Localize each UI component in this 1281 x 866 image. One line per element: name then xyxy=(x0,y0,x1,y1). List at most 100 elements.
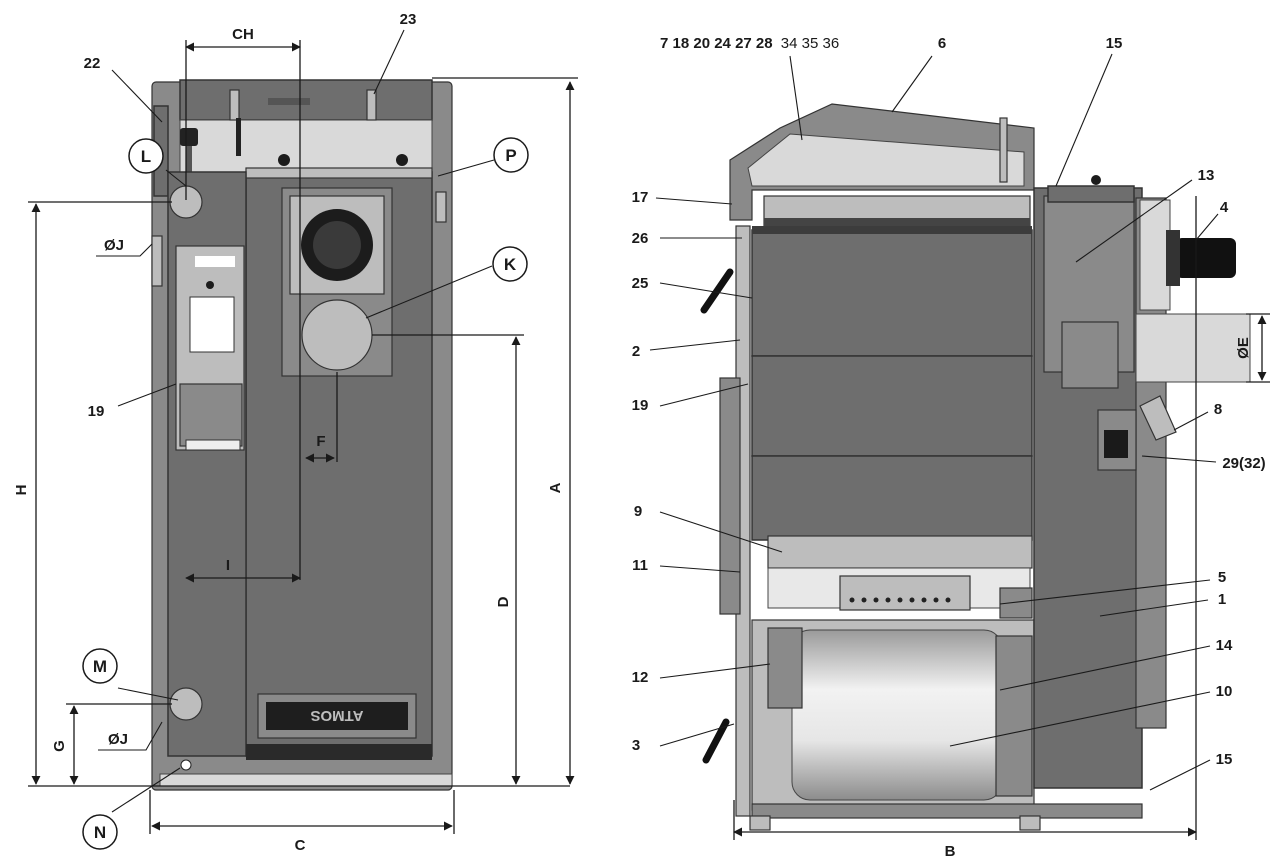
label-N: N xyxy=(94,823,106,842)
leader-5 xyxy=(999,579,1211,605)
leader-4 xyxy=(1195,213,1219,241)
leader-10 xyxy=(949,691,1211,747)
leader-1 xyxy=(1099,599,1209,617)
leader-17 xyxy=(655,197,733,205)
label-10: 10 xyxy=(1216,683,1233,700)
front-base xyxy=(246,744,432,760)
leader-22 xyxy=(111,69,163,123)
top-pipe-left xyxy=(229,89,240,121)
label-14: 14 xyxy=(1216,637,1233,654)
label-B: B xyxy=(945,843,956,860)
label-19-side: 19 xyxy=(632,397,649,414)
label-19-front: 19 xyxy=(88,403,105,420)
bracket-left-mid xyxy=(151,235,163,287)
leader-15-top xyxy=(1055,53,1113,187)
label-D: D xyxy=(495,596,512,607)
leader-23 xyxy=(373,29,405,95)
leader-12 xyxy=(659,663,771,679)
label-25: 25 xyxy=(632,275,649,292)
handle-25 xyxy=(700,268,734,314)
label-top-list: 7 18 20 24 27 28 34 35 36 xyxy=(660,35,839,52)
leader-13 xyxy=(1075,179,1193,263)
gauge-block xyxy=(180,128,198,146)
outlet-M xyxy=(169,687,203,721)
leader-L xyxy=(165,169,187,187)
rear-knob xyxy=(1091,175,1101,185)
control-knob xyxy=(206,281,214,289)
label-H: H xyxy=(13,485,30,496)
fan-motor-flange xyxy=(1166,230,1180,286)
label-6: 6 xyxy=(938,35,946,52)
fan-housing-side xyxy=(1139,199,1171,311)
thermometer-dial xyxy=(185,439,241,451)
label-15-top: 15 xyxy=(1106,35,1123,52)
top-hood-inner xyxy=(747,133,1025,187)
bracket-right-top xyxy=(435,191,447,223)
label-A: A xyxy=(547,482,564,493)
label-22: 22 xyxy=(84,55,101,72)
label-M: M xyxy=(93,657,107,676)
front-view: ATMOS xyxy=(13,11,578,854)
lower-door-liner xyxy=(767,627,803,709)
front-top-inner xyxy=(179,119,433,173)
brand-plate-text: ATMOS xyxy=(310,707,363,724)
nozzle-block xyxy=(839,575,971,611)
leader-N xyxy=(111,767,181,813)
label-13: 13 xyxy=(1198,167,1215,184)
label-9: 9 xyxy=(634,503,642,520)
leader-25 xyxy=(659,282,753,299)
leader-J-bottom xyxy=(98,721,163,751)
leader-19-side xyxy=(659,383,749,407)
label-P: P xyxy=(505,146,516,165)
flue-outlet xyxy=(1135,313,1251,383)
label-F: F xyxy=(316,433,325,450)
flue-pipe-segment xyxy=(1061,321,1119,389)
label-CH: CH xyxy=(232,26,254,43)
label-J-bottom: ØJ xyxy=(108,731,128,748)
regulator-lever xyxy=(1139,395,1177,441)
label-15-bottom: 15 xyxy=(1216,751,1233,768)
front-door-panel xyxy=(719,377,741,615)
side-foot-right xyxy=(1019,815,1041,831)
label-4: 4 xyxy=(1220,199,1229,216)
side-foot-left xyxy=(749,815,771,831)
leader-top-list xyxy=(789,55,803,141)
leader-14 xyxy=(999,645,1211,691)
label-11: 11 xyxy=(632,557,648,574)
loading-chamber xyxy=(751,229,1033,357)
label-2: 2 xyxy=(632,343,640,360)
label-E: ØE xyxy=(1235,337,1252,359)
leader-K xyxy=(365,265,493,319)
label-23: 23 xyxy=(400,11,417,28)
leader-3 xyxy=(659,723,735,747)
rear-cover xyxy=(1047,185,1135,203)
leader-2 xyxy=(649,339,741,351)
fan-inner xyxy=(313,221,361,269)
exchanger-band xyxy=(764,218,1030,228)
label-C: C xyxy=(295,837,306,854)
leader-15-bottom xyxy=(1149,759,1211,791)
leader-29 xyxy=(1141,455,1217,463)
label-26: 26 xyxy=(632,230,649,247)
side-base xyxy=(751,803,1143,819)
drain-N xyxy=(180,759,192,771)
fuel-bed xyxy=(751,455,1033,541)
label-29: 29(32) xyxy=(1222,455,1265,472)
leader-6 xyxy=(891,55,933,113)
leader-9 xyxy=(659,511,783,553)
refractory-9 xyxy=(767,535,1033,569)
leader-J-top xyxy=(96,243,153,257)
control-lower xyxy=(179,383,243,447)
lower-chamber-right xyxy=(995,635,1033,797)
callout-N-circle xyxy=(82,814,118,850)
callout-L-circle xyxy=(128,138,164,174)
front-top-slot xyxy=(268,98,310,105)
chamber-top-plate xyxy=(752,226,1032,234)
label-J-top: ØJ xyxy=(104,237,124,254)
label-top-list-light: 34 35 36 xyxy=(781,35,839,52)
lower-chamber-drum xyxy=(791,629,1003,801)
label-I: I xyxy=(226,557,230,574)
leader-P xyxy=(437,159,495,177)
top-pipe-right xyxy=(366,89,377,121)
